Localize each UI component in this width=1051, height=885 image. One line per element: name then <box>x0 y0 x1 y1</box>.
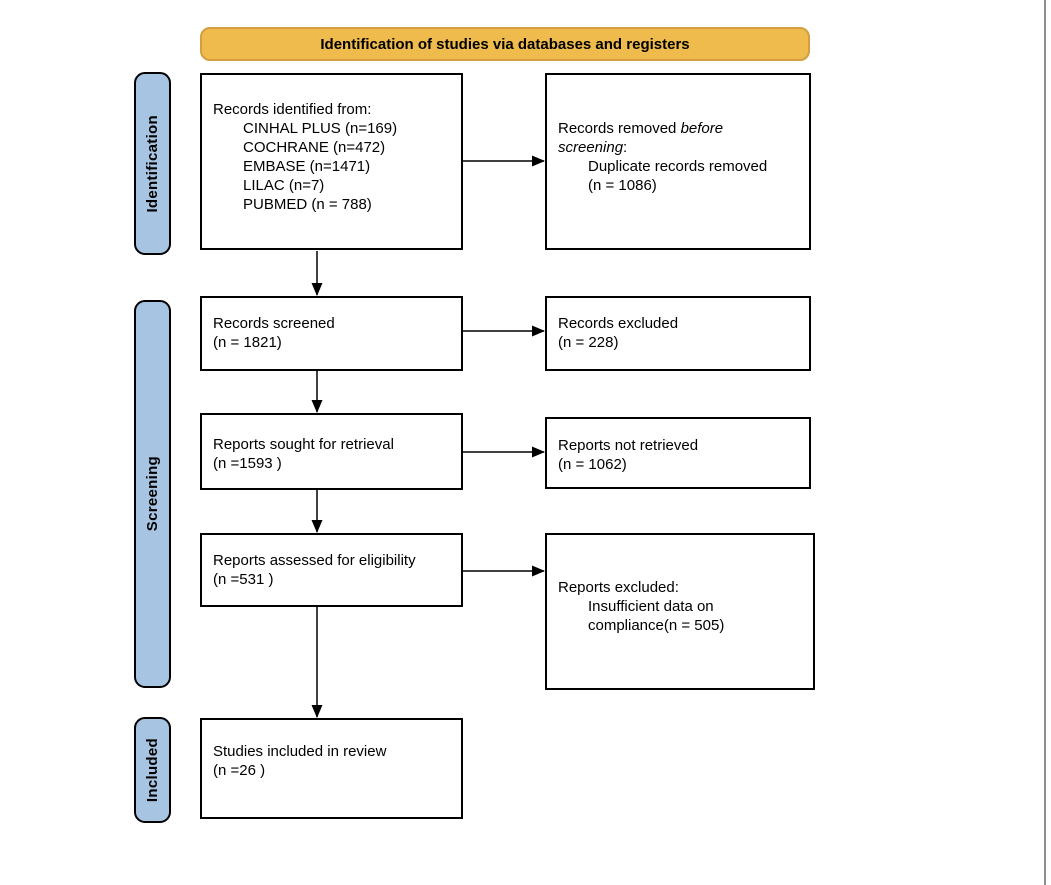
records-removed-italic-text: before <box>680 120 724 137</box>
records-identified-source: COCHRANE (n=472) <box>243 139 386 156</box>
stage-label-included: Included <box>144 737 161 803</box>
banner-title-label: Identification of studies via databases … <box>320 35 690 53</box>
studies-included-label: Studies included in review <box>213 743 387 760</box>
reports-assessed-label: Reports assessed for eligibility <box>213 552 416 569</box>
stage-label-screening: Screening <box>144 456 161 532</box>
records-identified-source: PUBMED (n = 788) <box>243 196 372 213</box>
records-identified-source: CINHAL PLUS (n=169) <box>243 120 398 137</box>
reports-sought-label: Reports sought for retrieval <box>213 436 394 453</box>
box-reports-sought: Reports sought for retrieval (n =1593 ) <box>200 413 463 490</box>
reports-not-retrieved-count: (n = 1062) <box>558 456 627 473</box>
records-identified-source: EMBASE (n=1471) <box>243 158 371 175</box>
page-edge-line <box>1044 0 1046 885</box>
box-records-screened: Records screened (n = 1821) <box>200 296 463 371</box>
stage-label-identification: Identification <box>144 114 161 213</box>
records-removed-count: (n = 1086) <box>588 177 657 194</box>
records-removed-italic-text: screening <box>558 139 624 156</box>
stage-bar-identification: Identification <box>134 72 171 255</box>
box-records-identified: Records identified from: CINHAL PLUS (n=… <box>200 73 463 250</box>
records-removed-text: : <box>623 139 628 156</box>
reports-excluded-title: Reports excluded: <box>558 579 679 596</box>
records-removed-title-line1: Records removed before <box>558 119 801 138</box>
box-records-removed: Records removed before screening: Duplic… <box>545 73 811 250</box>
records-excluded-label: Records excluded <box>558 315 679 332</box>
records-removed-text: Records removed <box>558 120 681 137</box>
box-studies-included: Studies included in review (n =26 ) <box>200 718 463 819</box>
banner-title: Identification of studies via databases … <box>200 27 810 61</box>
reports-excluded-reason: Insufficient data on <box>588 598 714 615</box>
records-screened-count: (n = 1821) <box>213 334 282 351</box>
stage-bar-included: Included <box>134 717 171 823</box>
reports-not-retrieved-label: Reports not retrieved <box>558 437 699 454</box>
records-identified-source: LILAC (n=7) <box>243 177 325 194</box>
records-excluded-count: (n = 228) <box>558 334 619 351</box>
box-reports-not-retrieved: Reports not retrieved (n = 1062) <box>545 417 811 489</box>
records-removed-title-line2: screening: <box>558 138 801 157</box>
stage-bar-screening: Screening <box>134 300 171 688</box>
reports-excluded-count: compliance(n = 505) <box>588 617 725 634</box>
records-identified-title: Records identified from: <box>213 101 372 118</box>
box-reports-assessed: Reports assessed for eligibility (n =531… <box>200 533 463 607</box>
box-records-excluded: Records excluded (n = 228) <box>545 296 811 371</box>
reports-assessed-count: (n =531 ) <box>213 571 274 588</box>
records-removed-reason: Duplicate records removed <box>588 158 768 175</box>
studies-included-count: (n =26 ) <box>213 762 266 779</box>
reports-sought-count: (n =1593 ) <box>213 455 282 472</box>
box-reports-excluded: Reports excluded: Insufficient data on c… <box>545 533 815 690</box>
records-screened-label: Records screened <box>213 315 335 332</box>
